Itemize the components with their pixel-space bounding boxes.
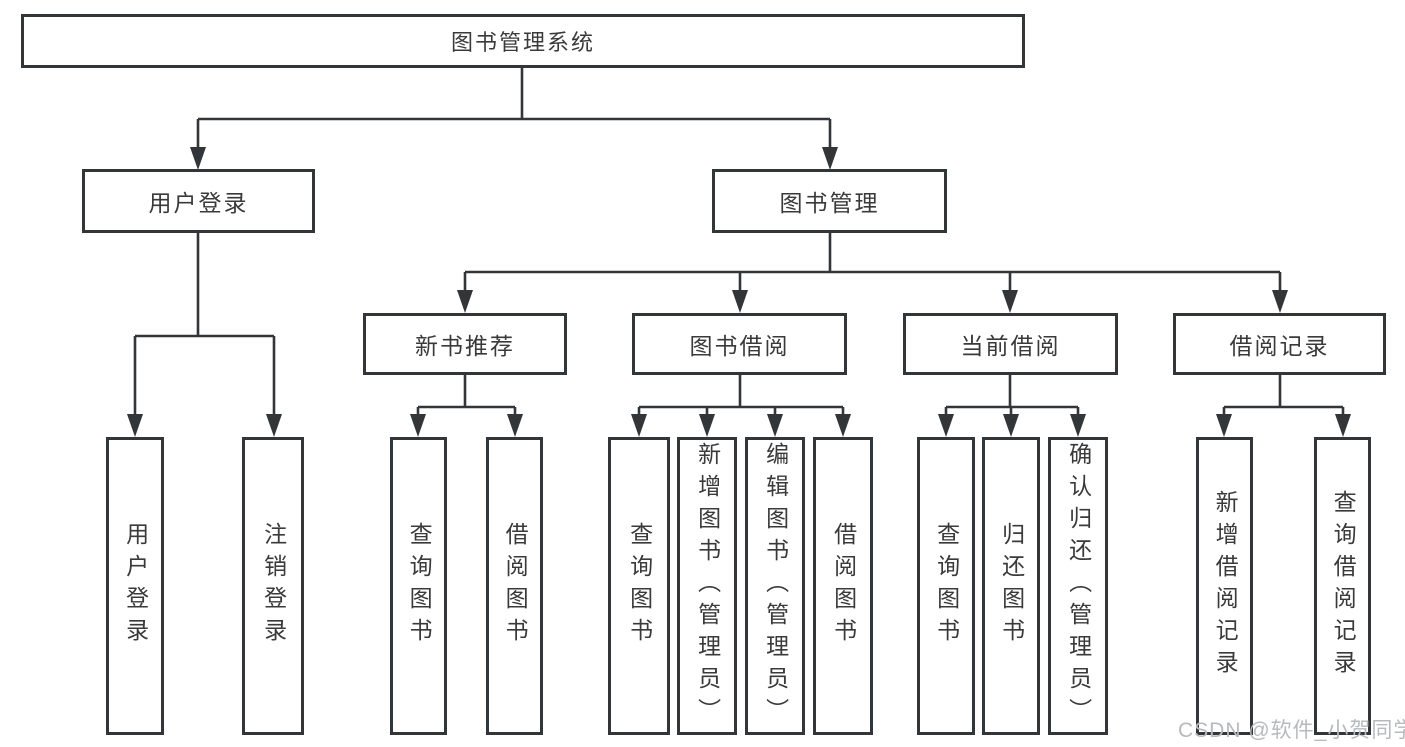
leaf-add-books-admin: 新增图书（管理员） (677, 437, 737, 735)
leaf-borrow-books-1: 借阅图书 (486, 437, 543, 735)
node-label: 查询图书 (626, 522, 653, 650)
node-label: 用户登录 (148, 190, 249, 216)
leaf-user-login: 用户登录 (106, 437, 164, 735)
node-book-management: 图书管理 (712, 169, 947, 233)
node-label: 确认归还（管理员） (1065, 442, 1092, 730)
node-label: 查询借阅记录 (1330, 490, 1357, 682)
leaf-add-borrow-record: 新增借阅记录 (1196, 437, 1253, 735)
node-label: 注销登录 (260, 522, 287, 650)
node-current-borrowing: 当前借阅 (903, 313, 1118, 375)
leaf-return-books: 归还图书 (982, 437, 1040, 735)
node-label: 用户登录 (122, 522, 149, 650)
leaf-borrow-books-2: 借阅图书 (813, 437, 873, 735)
node-label: 借阅记录 (1229, 333, 1330, 359)
csdn-watermark: CSDN @软件_小贺同学 (1178, 719, 1405, 742)
node-label: 借阅图书 (830, 522, 857, 650)
arrowheads (127, 147, 1351, 437)
node-label: 图书管理系统 (450, 30, 595, 55)
node-label: 新增借阅记录 (1212, 490, 1239, 682)
leaf-query-books-2: 查询图书 (608, 437, 670, 735)
node-label: 当前借阅 (960, 333, 1061, 359)
leaf-confirm-return-admin: 确认归还（管理员） (1048, 437, 1108, 735)
node-new-book-recommend: 新书推荐 (363, 313, 567, 375)
node-label: 新增图书（管理员） (694, 442, 721, 730)
node-user-login: 用户登录 (82, 169, 315, 233)
node-label: 编辑图书（管理员） (762, 442, 789, 730)
node-label: 新书推荐 (415, 333, 515, 359)
leaf-query-borrow-record: 查询借阅记录 (1314, 437, 1371, 735)
node-label: 归还图书 (998, 522, 1025, 650)
node-label: 查询图书 (933, 522, 960, 650)
node-label: 查询图书 (406, 522, 433, 650)
leaf-query-books-3: 查询图书 (917, 437, 975, 735)
node-label: 借阅图书 (502, 522, 529, 650)
node-borrowing-records: 借阅记录 (1173, 313, 1386, 375)
node-label: 图书借阅 (689, 333, 790, 359)
node-book-borrowing: 图书借阅 (632, 313, 847, 375)
node-label: 图书管理 (779, 190, 880, 216)
leaf-logout: 注销登录 (242, 437, 304, 735)
leaf-query-books-1: 查询图书 (390, 437, 447, 735)
node-book-management-system: 图书管理系统 (21, 14, 1025, 68)
leaf-edit-books-admin: 编辑图书（管理员） (745, 437, 805, 735)
